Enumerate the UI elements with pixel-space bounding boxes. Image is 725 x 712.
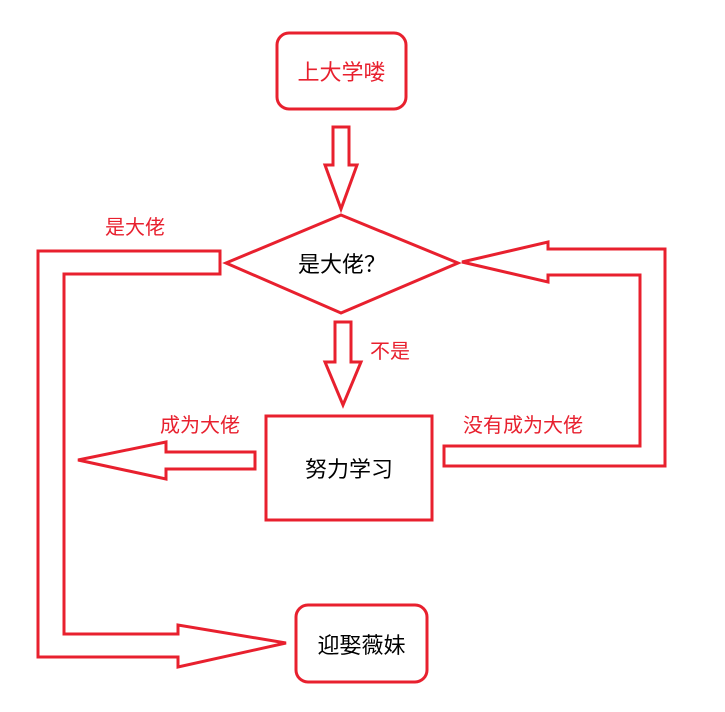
arrow-process-success-left	[77, 440, 257, 481]
edge-label-yes: 是大佬	[105, 215, 165, 239]
end-node-box	[294, 603, 429, 684]
end-node-label: 迎娶薇妹	[317, 633, 406, 659]
start-node-label: 上大学喽	[297, 61, 386, 86]
start-node-box	[275, 31, 408, 111]
process-node-label: 努力学习	[304, 458, 393, 483]
arrow-start-to-decision	[322, 125, 360, 214]
edge-label-success: 成为大佬	[160, 413, 240, 437]
edge-label-fail: 没有成为大佬	[463, 413, 583, 437]
yes-branch-path	[36, 249, 287, 669]
loop-fail-back-path	[442, 240, 667, 468]
decision-node-shape	[222, 213, 462, 315]
decision-node-label: 是大佬？	[297, 253, 386, 278]
arrow-decision-to-process	[322, 320, 364, 409]
edge-label-no: 不是	[370, 339, 410, 363]
process-node-box	[264, 414, 434, 522]
